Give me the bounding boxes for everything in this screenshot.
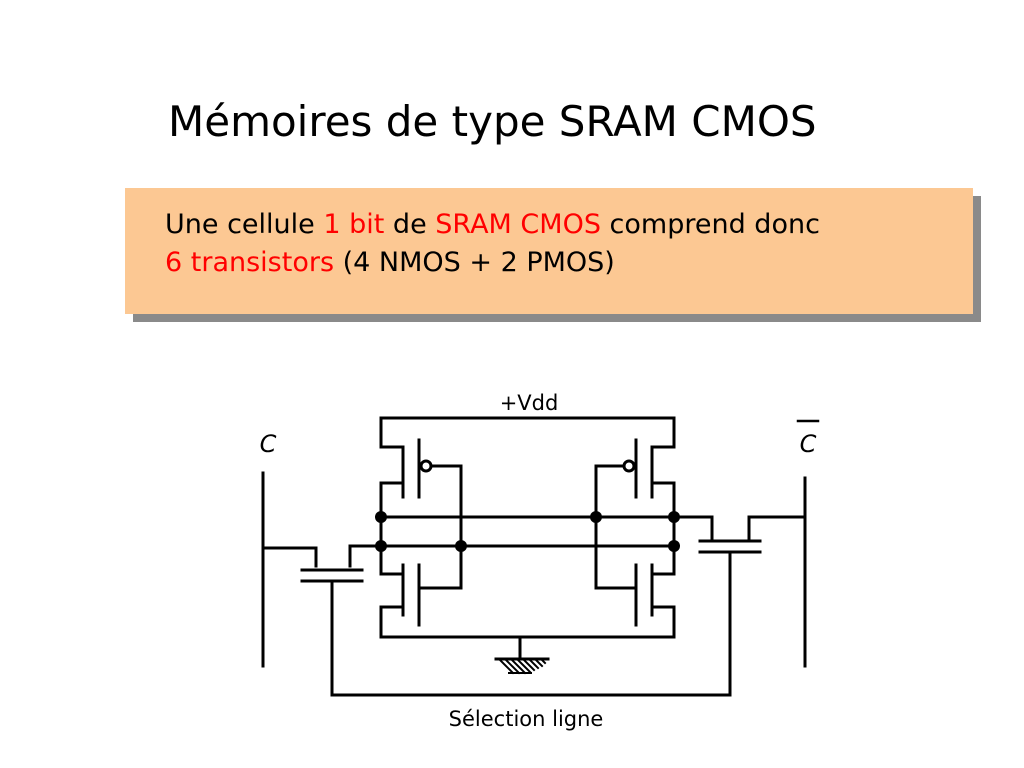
ground-rail (379, 635, 676, 660)
callout-text: de (384, 209, 436, 240)
bit-line-right-label: C (800, 430, 817, 458)
callout-text: (4 NMOS + 2 PMOS) (334, 247, 615, 278)
callout-highlight-transistors: 6 transistors (165, 247, 335, 278)
callout-text: Une cellule (165, 209, 324, 240)
pmos-left (379, 438, 463, 519)
page-title: Mémoires de type SRAM CMOS (168, 97, 817, 146)
callout-line-2: 6 transistors (4 NMOS + 2 PMOS) (165, 244, 955, 282)
callout-highlight-1-bit: 1 bit (323, 209, 385, 240)
pmos-right (594, 438, 676, 519)
callout-line-1: Une cellule 1 bit de SRAM CMOS comprend … (165, 206, 955, 244)
callout-box: Une cellule 1 bit de SRAM CMOS comprend … (125, 188, 973, 314)
vdd-label: +Vdd (500, 391, 559, 415)
vdd-rail (379, 416, 676, 449)
junction-dots (375, 511, 680, 552)
cross-coupling-wires (379, 464, 676, 548)
callout-highlight-sram-cmos: SRAM CMOS (435, 209, 601, 240)
bit-line-left-label: C (260, 430, 277, 458)
word-line-label: Sélection ligne (449, 707, 604, 731)
ground-icon (494, 657, 550, 675)
nmos-right (594, 515, 676, 639)
nmos-left (379, 544, 463, 639)
access-transistor-left (261, 544, 383, 697)
access-transistor-right (672, 515, 807, 697)
callout-text: comprend donc (600, 209, 820, 240)
